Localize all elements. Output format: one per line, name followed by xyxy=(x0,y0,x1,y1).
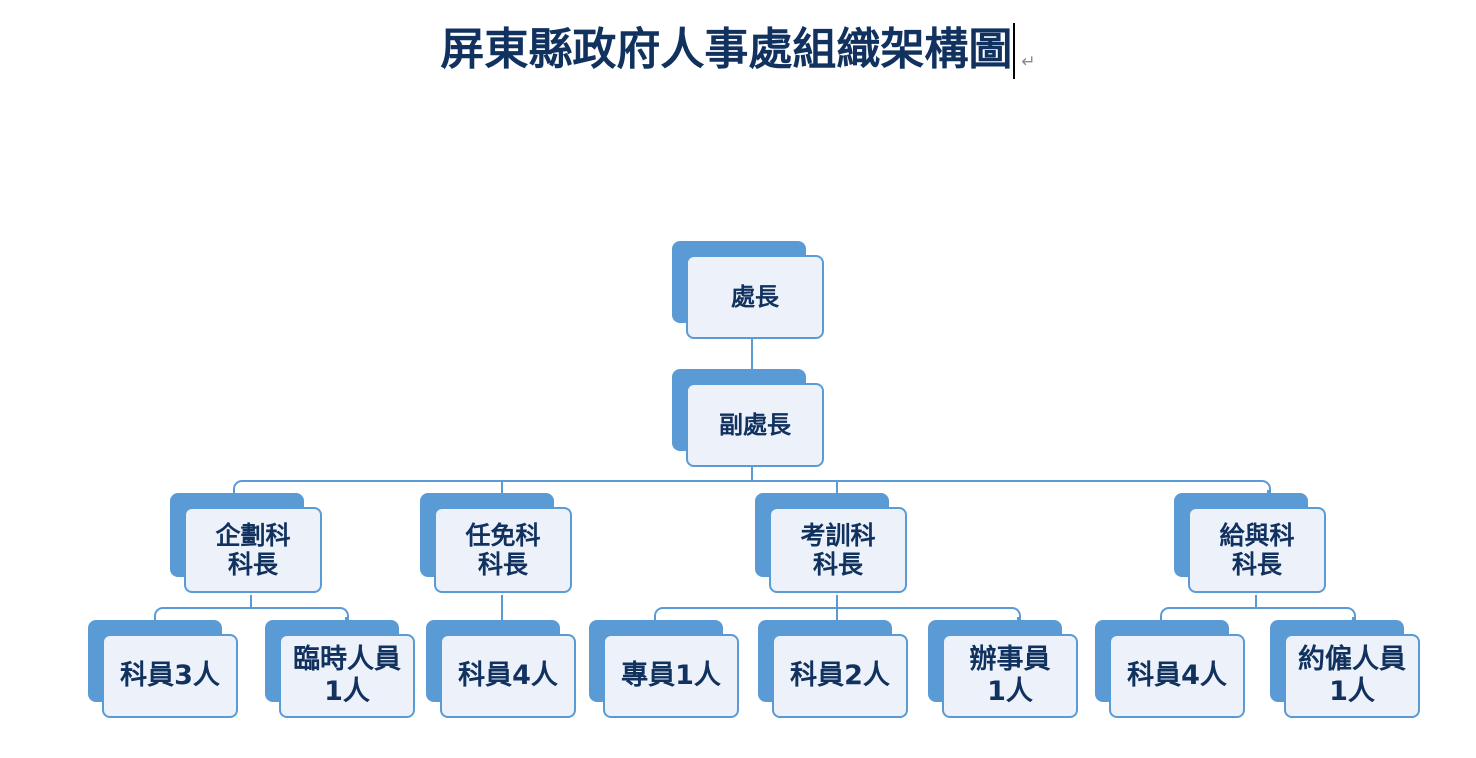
connector-training-right-elbow xyxy=(1009,607,1021,621)
paragraph-mark-icon: ↵ xyxy=(1021,52,1036,72)
connector-training-stem xyxy=(836,595,838,625)
text-caret xyxy=(1013,23,1016,79)
connector-appointment-stem xyxy=(501,595,503,625)
connector-payroll-bus xyxy=(1169,607,1345,609)
node-deputy-director[interactable]: 副處長 xyxy=(672,369,824,467)
node-staff-payroll-contract-box[interactable]: 約僱人員 1人 xyxy=(1284,634,1420,718)
connector-payroll-right-elbow xyxy=(1344,607,1356,621)
page-title-text: 屏東縣政府人事處組織架構圖 xyxy=(440,24,1013,75)
node-staff-planning-temp-label: 臨時人員 1人 xyxy=(293,644,401,707)
node-section-planning[interactable]: 企劃科 科長 xyxy=(170,493,322,593)
node-staff-appointment-clerks-box[interactable]: 科員4人 xyxy=(440,634,576,718)
node-director-box[interactable]: 處長 xyxy=(686,255,824,339)
node-staff-training-clerks-box[interactable]: 科員2人 xyxy=(772,634,908,718)
node-staff-payroll-clerks[interactable]: 科員4人 xyxy=(1095,620,1245,718)
node-staff-training-clerks-label: 科員2人 xyxy=(790,660,890,692)
connector-planning-left-elbow xyxy=(154,607,166,621)
node-section-payroll-label: 給與科 科長 xyxy=(1219,520,1295,580)
node-section-payroll[interactable]: 給與科 科長 xyxy=(1174,493,1326,593)
connector-drop-appointment xyxy=(501,480,503,503)
node-section-training-box[interactable]: 考訓科 科長 xyxy=(769,507,907,593)
node-deputy-director-box[interactable]: 副處長 xyxy=(686,383,824,467)
node-director-label: 處長 xyxy=(731,282,779,311)
node-staff-planning-temp[interactable]: 臨時人員 1人 xyxy=(265,620,415,718)
node-staff-training-officer-label: 辦事員 1人 xyxy=(969,644,1051,707)
node-section-appointment-label: 任免科 科長 xyxy=(465,520,541,580)
node-staff-training-officer[interactable]: 辦事員 1人 xyxy=(928,620,1078,718)
connector-planning-stem xyxy=(250,595,252,609)
node-section-training[interactable]: 考訓科 科長 xyxy=(755,493,907,593)
node-staff-training-specialist-label: 專員1人 xyxy=(621,660,721,692)
node-section-planning-box[interactable]: 企劃科 科長 xyxy=(184,507,322,593)
node-staff-payroll-contract[interactable]: 約僱人員 1人 xyxy=(1270,620,1420,718)
node-staff-planning-temp-box[interactable]: 臨時人員 1人 xyxy=(279,634,415,718)
node-staff-training-officer-box[interactable]: 辦事員 1人 xyxy=(942,634,1078,718)
node-staff-training-specialist[interactable]: 專員1人 xyxy=(589,620,739,718)
node-staff-planning-clerks[interactable]: 科員3人 xyxy=(88,620,238,718)
node-staff-planning-clerks-label: 科員3人 xyxy=(120,660,220,692)
node-staff-payroll-clerks-box[interactable]: 科員4人 xyxy=(1109,634,1245,718)
page-title: 屏東縣政府人事處組織架構圖 ↵ xyxy=(0,22,1476,79)
node-section-planning-label: 企劃科 科長 xyxy=(215,520,291,580)
node-staff-training-specialist-box[interactable]: 專員1人 xyxy=(603,634,739,718)
connector-bus-right-elbow xyxy=(1259,480,1271,494)
node-staff-payroll-clerks-label: 科員4人 xyxy=(1127,660,1227,692)
node-section-payroll-box[interactable]: 給與科 科長 xyxy=(1188,507,1326,593)
connector-payroll-left-elbow xyxy=(1160,607,1172,621)
node-section-appointment-box[interactable]: 任免科 科長 xyxy=(434,507,572,593)
connector-bus-left-elbow xyxy=(233,480,245,494)
connector-director-to-deputy xyxy=(751,337,753,373)
node-section-training-label: 考訓科 科長 xyxy=(800,520,876,580)
connector-planning-right-elbow xyxy=(337,607,349,621)
connector-section-bus xyxy=(242,480,1260,482)
node-staff-payroll-contract-label: 約僱人員 1人 xyxy=(1298,644,1406,707)
node-staff-appointment-clerks-label: 科員4人 xyxy=(458,660,558,692)
connector-drop-training xyxy=(836,480,838,503)
connector-payroll-stem xyxy=(1255,595,1257,609)
connector-deputy-stem xyxy=(751,465,753,481)
node-staff-appointment-clerks[interactable]: 科員4人 xyxy=(426,620,576,718)
node-staff-planning-clerks-box[interactable]: 科員3人 xyxy=(102,634,238,718)
connector-training-left-elbow xyxy=(654,607,666,621)
connector-planning-bus xyxy=(163,607,338,609)
node-staff-training-clerks[interactable]: 科員2人 xyxy=(758,620,908,718)
node-director[interactable]: 處長 xyxy=(672,241,824,339)
connector-training-bus xyxy=(663,607,1010,609)
node-deputy-director-label: 副處長 xyxy=(719,410,791,439)
node-section-appointment[interactable]: 任免科 科長 xyxy=(420,493,572,593)
